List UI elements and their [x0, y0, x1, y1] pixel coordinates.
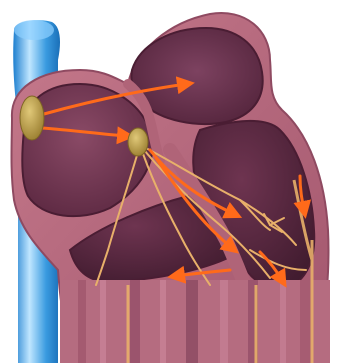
ventricle-lower-wall	[60, 280, 330, 363]
atrioventricular-node	[128, 128, 148, 156]
sinoatrial-node	[20, 96, 44, 140]
